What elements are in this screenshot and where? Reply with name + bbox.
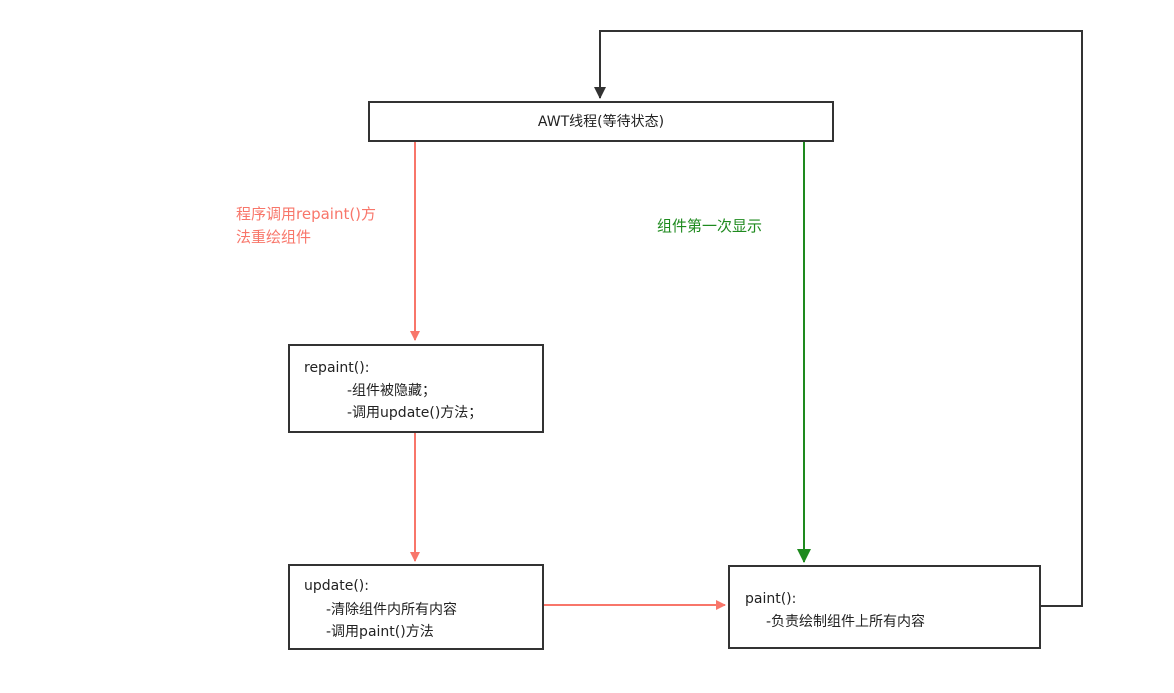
node-awt-thread: AWT线程(等待状态) <box>368 101 834 142</box>
node-repaint-line: -调用update()方法； <box>347 405 483 421</box>
edge-label-repaint-call: 法重绘组件 <box>236 228 312 246</box>
edge-label-first-display: 组件第一次显示 <box>657 217 763 235</box>
node-paint-title: paint(): <box>745 591 797 607</box>
node-update: update(): -清除组件内所有内容 -调用paint()方法 <box>288 564 544 650</box>
edge-label-repaint-call: 程序调用repaint()方 <box>236 205 377 223</box>
node-paint-line: -负责绘制组件上所有内容 <box>766 614 926 630</box>
node-repaint-title: repaint(): <box>304 360 370 376</box>
node-update-line: -调用paint()方法 <box>326 624 434 640</box>
edge-paint-to-awt-loop <box>594 30 1083 607</box>
node-update-title: update(): <box>304 578 369 594</box>
node-awt-title: AWT线程(等待状态) <box>537 114 665 130</box>
node-repaint-line: -组件被隐藏； <box>347 383 437 399</box>
node-update-line: -清除组件内所有内容 <box>326 602 458 618</box>
node-repaint: repaint(): -组件被隐藏； -调用update()方法； <box>288 344 544 433</box>
node-paint: paint(): -负责绘制组件上所有内容 <box>728 565 1041 649</box>
